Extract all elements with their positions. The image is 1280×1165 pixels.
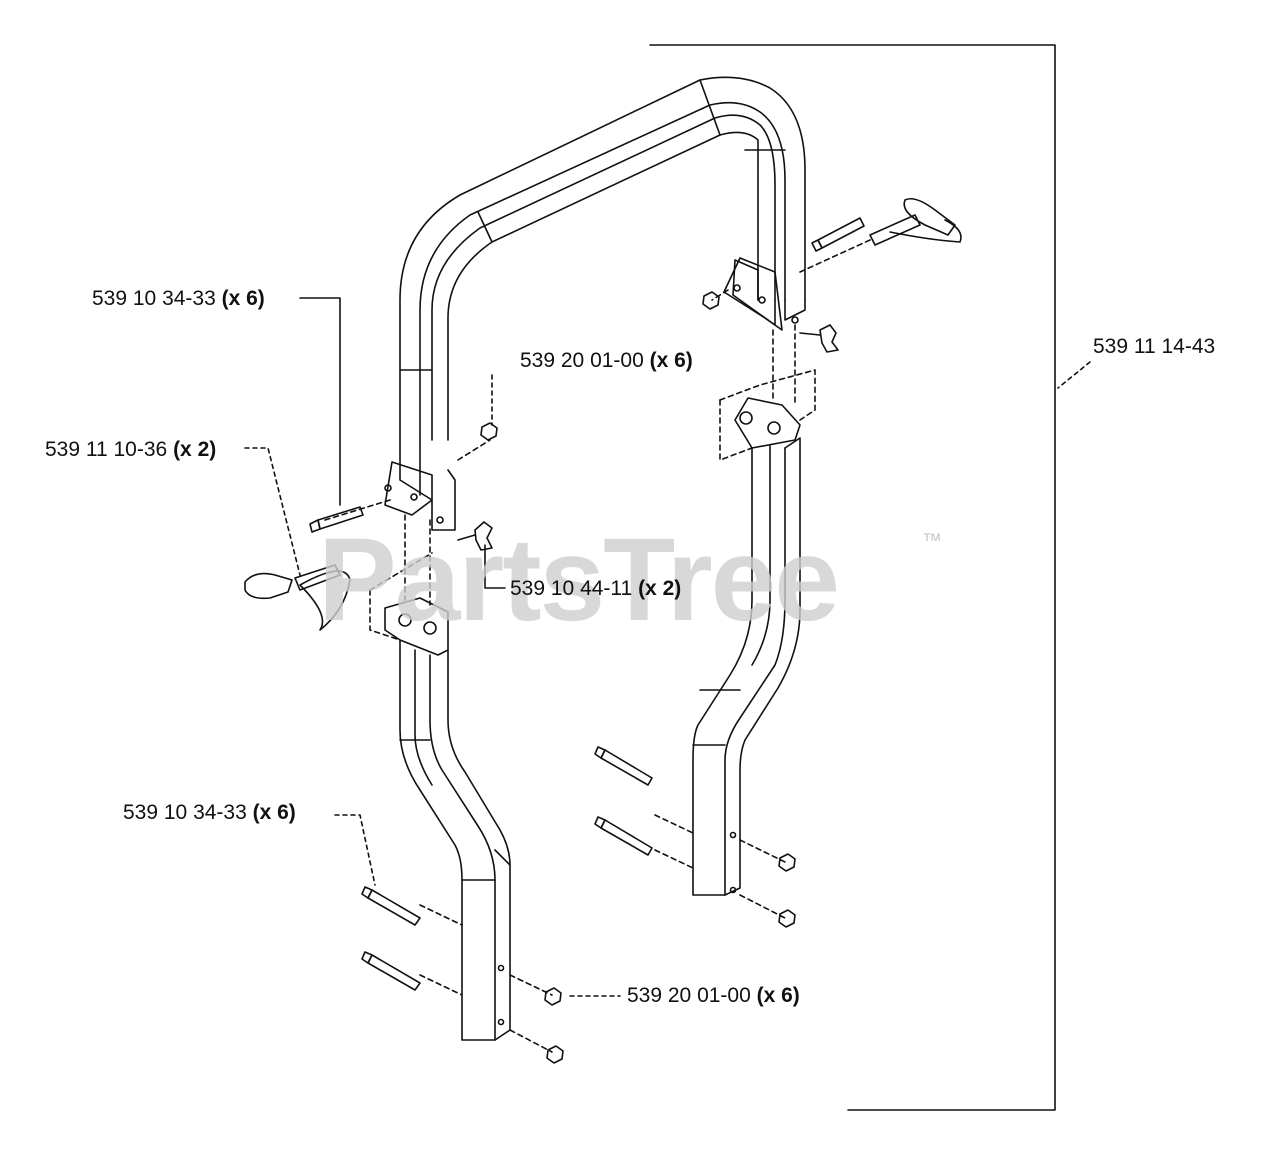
star-knobs bbox=[457, 324, 839, 551]
nuts bbox=[480, 291, 796, 1064]
upper-right-mount-plate bbox=[723, 257, 799, 331]
assembly-part-label: 539 11 14-43 bbox=[1093, 335, 1216, 358]
callout-nut-upper: 539 20 01-00 (x 6) bbox=[520, 349, 693, 372]
callout-nut-lower: 539 20 01-00 (x 6) bbox=[627, 984, 800, 1007]
assembly-leader-line bbox=[1057, 361, 1091, 389]
callout-leaders bbox=[244, 297, 621, 997]
hitch-pins bbox=[244, 197, 962, 631]
assembly-bracket-line bbox=[649, 44, 1056, 1111]
watermark-trademark: ™ bbox=[922, 530, 942, 552]
left-lower-leg bbox=[384, 597, 511, 1041]
callout-bolt-lower: 539 10 34-33 (x 6) bbox=[123, 801, 296, 824]
assembly-guides bbox=[324, 239, 871, 1053]
callout-bolt-upper: 539 10 34-33 (x 6) bbox=[92, 287, 265, 310]
callout-knob: 539 10 44-11 (x 2) bbox=[510, 577, 682, 600]
right-lower-leg bbox=[692, 397, 801, 896]
callout-hitch-pin: 539 11 10-36 (x 2) bbox=[45, 438, 217, 461]
watermark: PartsTree bbox=[318, 514, 840, 646]
hardware bbox=[309, 217, 865, 991]
upper-left-mount-plate bbox=[384, 461, 444, 524]
upper-hoop bbox=[399, 76, 806, 531]
